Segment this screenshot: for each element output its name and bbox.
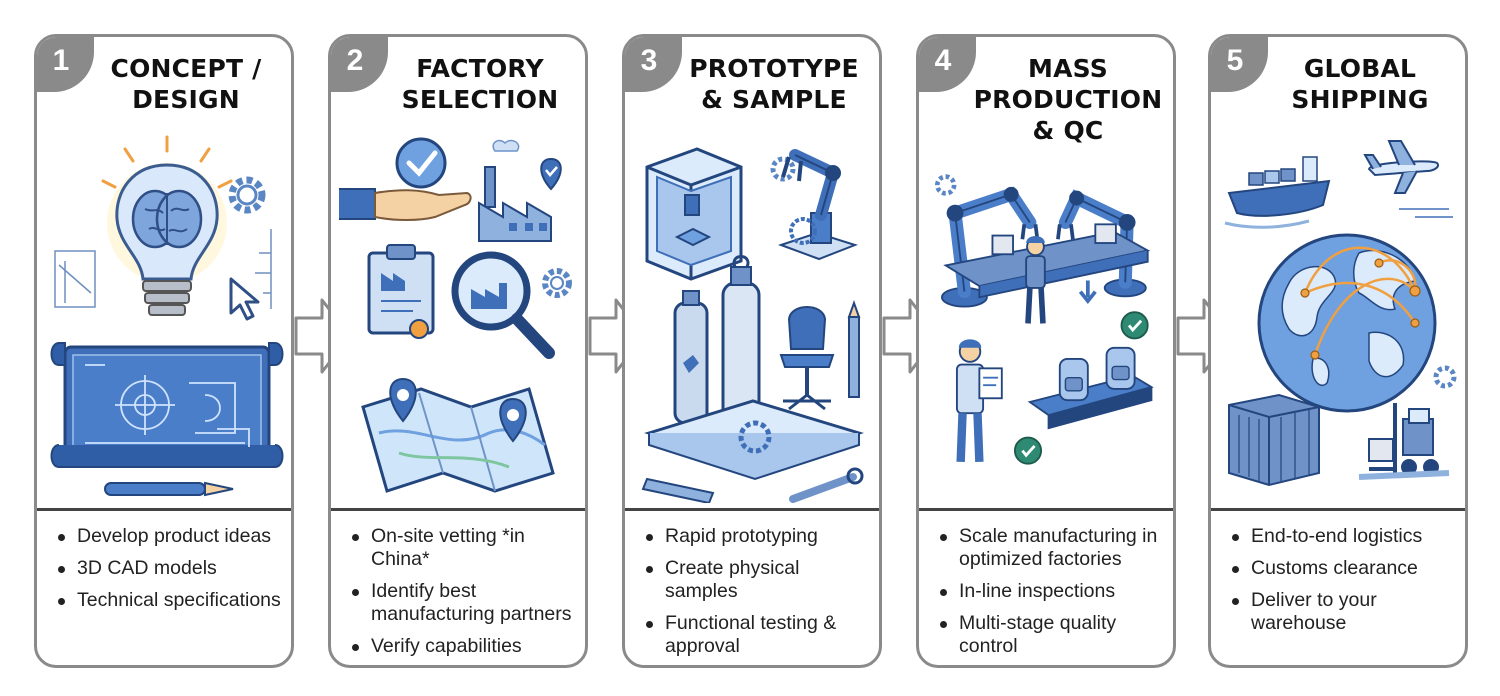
bullet-item: Functional testing & approval	[645, 612, 873, 658]
prototype-sample-illustration	[641, 147, 865, 503]
step-title-5: GLOBAL SHIPPING	[1291, 54, 1429, 114]
shipping-container-icon	[1228, 393, 1320, 487]
sketch-lines-icon	[54, 229, 272, 309]
card-divider	[625, 508, 879, 511]
inspector-icon	[955, 339, 1003, 463]
bullet-item: 3D CAD models	[57, 557, 285, 580]
office-chair-icon	[779, 306, 835, 411]
bullet-item: Develop product ideas	[57, 525, 285, 548]
platform-icon	[643, 399, 865, 481]
bullet-item: Customs clearance	[1231, 557, 1459, 580]
step-title-3: PROTOTYPE & SAMPLE	[689, 54, 859, 114]
wrench-icon	[789, 467, 864, 503]
pencil-icon	[847, 300, 861, 398]
worker-icon	[1025, 236, 1046, 324]
step-card-3: 3 PROTOTYPE & SAMPLE	[622, 34, 882, 668]
card-divider	[919, 508, 1173, 511]
factory-selection-illustration	[339, 137, 572, 493]
step-4-bullets: Scale manufacturing in optimized factori…	[939, 525, 1167, 665]
step-3-bullets: Rapid prototyping Create physical sample…	[645, 525, 873, 665]
bullet-item: Technical specifications	[57, 589, 285, 612]
bullet-item: Identify best manufacturing partners	[351, 580, 579, 626]
step-5-bullets: End-to-end logistics Customs clearance D…	[1231, 525, 1459, 644]
robot-arm-icon	[941, 186, 1040, 308]
check-badge-icon	[1013, 436, 1043, 465]
bottle-icon	[673, 255, 761, 425]
step-1-bullets: Develop product ideas 3D CAD models Tech…	[57, 525, 285, 621]
speed-lines-icon	[1399, 208, 1453, 218]
conveyor-belt-icon	[943, 223, 1151, 299]
bullet-item: Verify capabilities	[351, 635, 579, 658]
bullet-item: End-to-end logistics	[1231, 525, 1459, 548]
location-pin-icon	[499, 397, 527, 443]
cursor-icon	[229, 277, 260, 321]
step-card-2: 2 FACTORY SELECTION	[328, 34, 588, 668]
arrow-down-icon	[1078, 280, 1097, 305]
backpack-icon	[1058, 346, 1136, 402]
hand-check-icon	[339, 137, 472, 221]
airplane-icon	[1363, 140, 1439, 194]
step-number-3: 3	[625, 37, 682, 92]
step-title-2: FACTORY SELECTION	[401, 54, 559, 114]
clipboard-icon	[367, 244, 435, 339]
step-number-4: 4	[919, 37, 976, 92]
step-number-5: 5	[1211, 37, 1268, 92]
gear-icon	[542, 268, 572, 298]
gear-icon	[1433, 365, 1457, 389]
bullet-item: On-site vetting *in China*	[351, 525, 579, 571]
bullet-item: In-line inspections	[939, 580, 1167, 603]
location-pin-icon	[540, 157, 562, 191]
robot-arm-icon	[777, 149, 859, 261]
forklift-icon	[1358, 403, 1450, 480]
step-number-1: 1	[37, 37, 94, 92]
card-divider	[37, 508, 291, 511]
bullet-item: Scale manufacturing in optimized factori…	[939, 525, 1167, 571]
factory-icon	[478, 139, 552, 242]
gear-icon	[934, 174, 957, 196]
bullet-item: Deliver to your warehouse	[1231, 589, 1459, 635]
global-shipping-illustration	[1224, 140, 1457, 487]
magnifier-icon	[451, 251, 555, 359]
step-card-5: 5 GLOBAL SHIPPING	[1208, 34, 1468, 668]
globe-icon	[1257, 233, 1437, 413]
concept-design-illustration	[50, 135, 284, 497]
ruler-icon	[641, 477, 715, 503]
location-pin-icon	[389, 377, 417, 423]
check-badge-icon	[1120, 311, 1149, 340]
blueprint-icon	[50, 342, 284, 468]
gear-icon	[228, 176, 266, 214]
gear-icon	[770, 156, 796, 182]
bullet-item: Create physical samples	[645, 557, 873, 603]
cargo-ship-icon	[1224, 156, 1331, 229]
bullet-item: Multi-stage quality control	[939, 612, 1167, 658]
step-card-1: 1 CONCEPT / DESIGN	[34, 34, 294, 668]
card-divider	[1211, 508, 1465, 511]
card-divider	[331, 508, 585, 511]
pencil-icon	[104, 481, 234, 497]
3d-printer-icon	[645, 147, 743, 281]
step-2-bullets: On-site vetting *in China* Identify best…	[351, 525, 579, 665]
step-title-1: CONCEPT / DESIGN	[110, 54, 262, 114]
step-number-2: 2	[331, 37, 388, 92]
mass-production-illustration	[934, 174, 1154, 465]
step-card-4: 4 MASS PRODUCTION & QC	[916, 34, 1176, 668]
bullet-item: Rapid prototyping	[645, 525, 873, 548]
step-title-4: MASS PRODUCTION & QC	[973, 54, 1163, 145]
lightbulb-icon	[101, 135, 233, 316]
